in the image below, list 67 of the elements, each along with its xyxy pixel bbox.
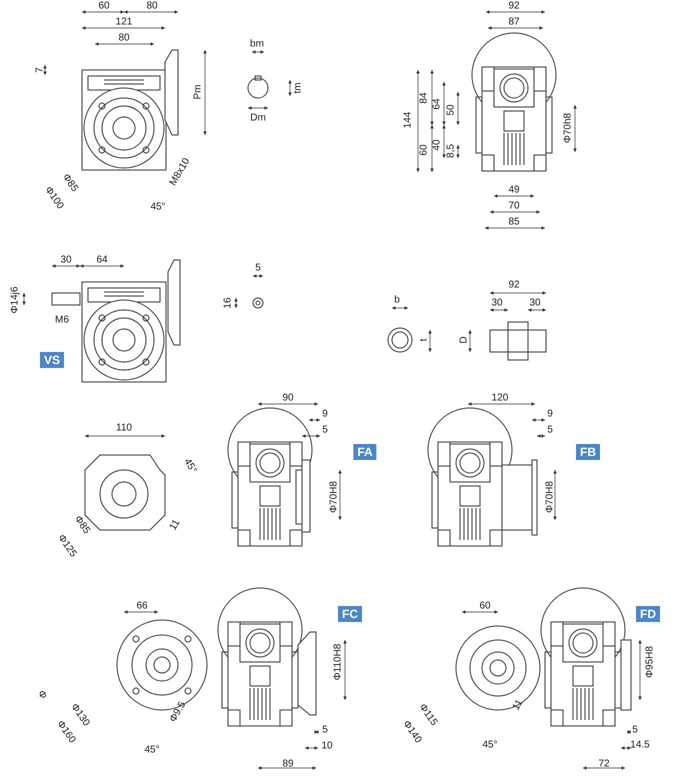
dimension-label: 80 xyxy=(118,32,130,44)
dimension-label: 110 xyxy=(116,422,132,434)
dimension-label: Φ110H8 xyxy=(332,644,344,680)
dimension-label: 80 xyxy=(146,0,158,12)
dimension-label: 45° xyxy=(150,202,166,212)
model-badge: FD xyxy=(636,606,660,622)
dimension-label: Dm xyxy=(250,112,266,124)
dimension-label: 64 xyxy=(96,254,108,266)
dimension-label: 45° xyxy=(482,740,498,750)
dimension-label: 14.5 xyxy=(630,740,650,750)
dimension-label: 30 xyxy=(491,298,503,308)
dimension-label: 11 xyxy=(168,518,182,532)
dimension-label: 5 xyxy=(547,424,553,436)
dimension-label: 60 xyxy=(479,600,491,612)
dimension-label: 45° xyxy=(144,744,160,756)
dimension-label: 66 xyxy=(136,600,148,612)
dimension-label: 121 xyxy=(116,16,132,28)
dimension-label: Φ14j6 xyxy=(10,286,20,314)
dimension-label: M6 xyxy=(55,314,69,326)
dimension-label: 11 xyxy=(510,698,526,712)
dimension-label: 90 xyxy=(282,392,294,404)
dimension-label: 87 xyxy=(508,16,520,28)
dimension-label: Φ xyxy=(35,688,49,702)
dimension-label: 60 xyxy=(98,0,110,12)
dimension-label: t xyxy=(418,338,430,342)
dimension-label: 45° xyxy=(181,456,199,476)
dimension-label: Pm xyxy=(192,84,204,100)
dimension-label: 64 xyxy=(432,98,442,110)
dimension-label: 7 xyxy=(34,67,46,73)
dimension-label: 40 xyxy=(432,139,442,151)
dimension-label: 16 xyxy=(222,297,234,309)
dimension-label: 30 xyxy=(529,298,541,308)
dimension-label: 5 xyxy=(255,262,261,274)
dimension-label: 120 xyxy=(492,392,508,404)
dimension-label: Φ70h8 xyxy=(562,112,574,144)
dimension-label: 5 xyxy=(322,724,328,736)
model-badge: VS xyxy=(40,352,64,368)
model-badge: FB xyxy=(576,444,600,460)
dimension-label: D xyxy=(458,336,470,344)
dimension-label: 85 xyxy=(508,216,520,228)
dimension-label: Φ70H8 xyxy=(544,481,556,513)
dimension-label: 70 xyxy=(508,200,520,212)
dimension-label: 8,5 xyxy=(446,144,456,158)
model-badge: FA xyxy=(353,444,377,460)
dimension-label: 50 xyxy=(446,104,456,116)
dimension-label: Φ85 xyxy=(72,514,92,536)
dimension-label: 5 xyxy=(632,724,638,736)
dimension-label: 84 xyxy=(418,92,430,104)
dimension-label: tm xyxy=(292,82,304,94)
dimension-label: 89 xyxy=(282,758,294,770)
dimension-label: Φ85 xyxy=(60,172,80,194)
dimension-label: b xyxy=(394,294,400,306)
model-badge: FC xyxy=(338,606,362,622)
dimension-label: 144 xyxy=(402,112,414,128)
dimension-label: 10 xyxy=(321,740,333,752)
dimension-label: bm xyxy=(250,38,264,50)
dimension-label: Φ70H8 xyxy=(328,481,340,513)
dimension-label: 92 xyxy=(508,0,520,12)
dimension-label: 72 xyxy=(598,758,610,770)
dimension-label: 60 xyxy=(418,144,430,156)
dimension-label: 9 xyxy=(547,408,553,420)
dimension-label: 30 xyxy=(60,254,72,266)
dimension-label: Φ95H8 xyxy=(644,646,656,678)
dimension-label: 9 xyxy=(322,408,328,420)
dimension-label: 5 xyxy=(322,424,328,436)
dimension-label: 49 xyxy=(508,184,520,196)
dimension-label: 92 xyxy=(508,280,520,290)
